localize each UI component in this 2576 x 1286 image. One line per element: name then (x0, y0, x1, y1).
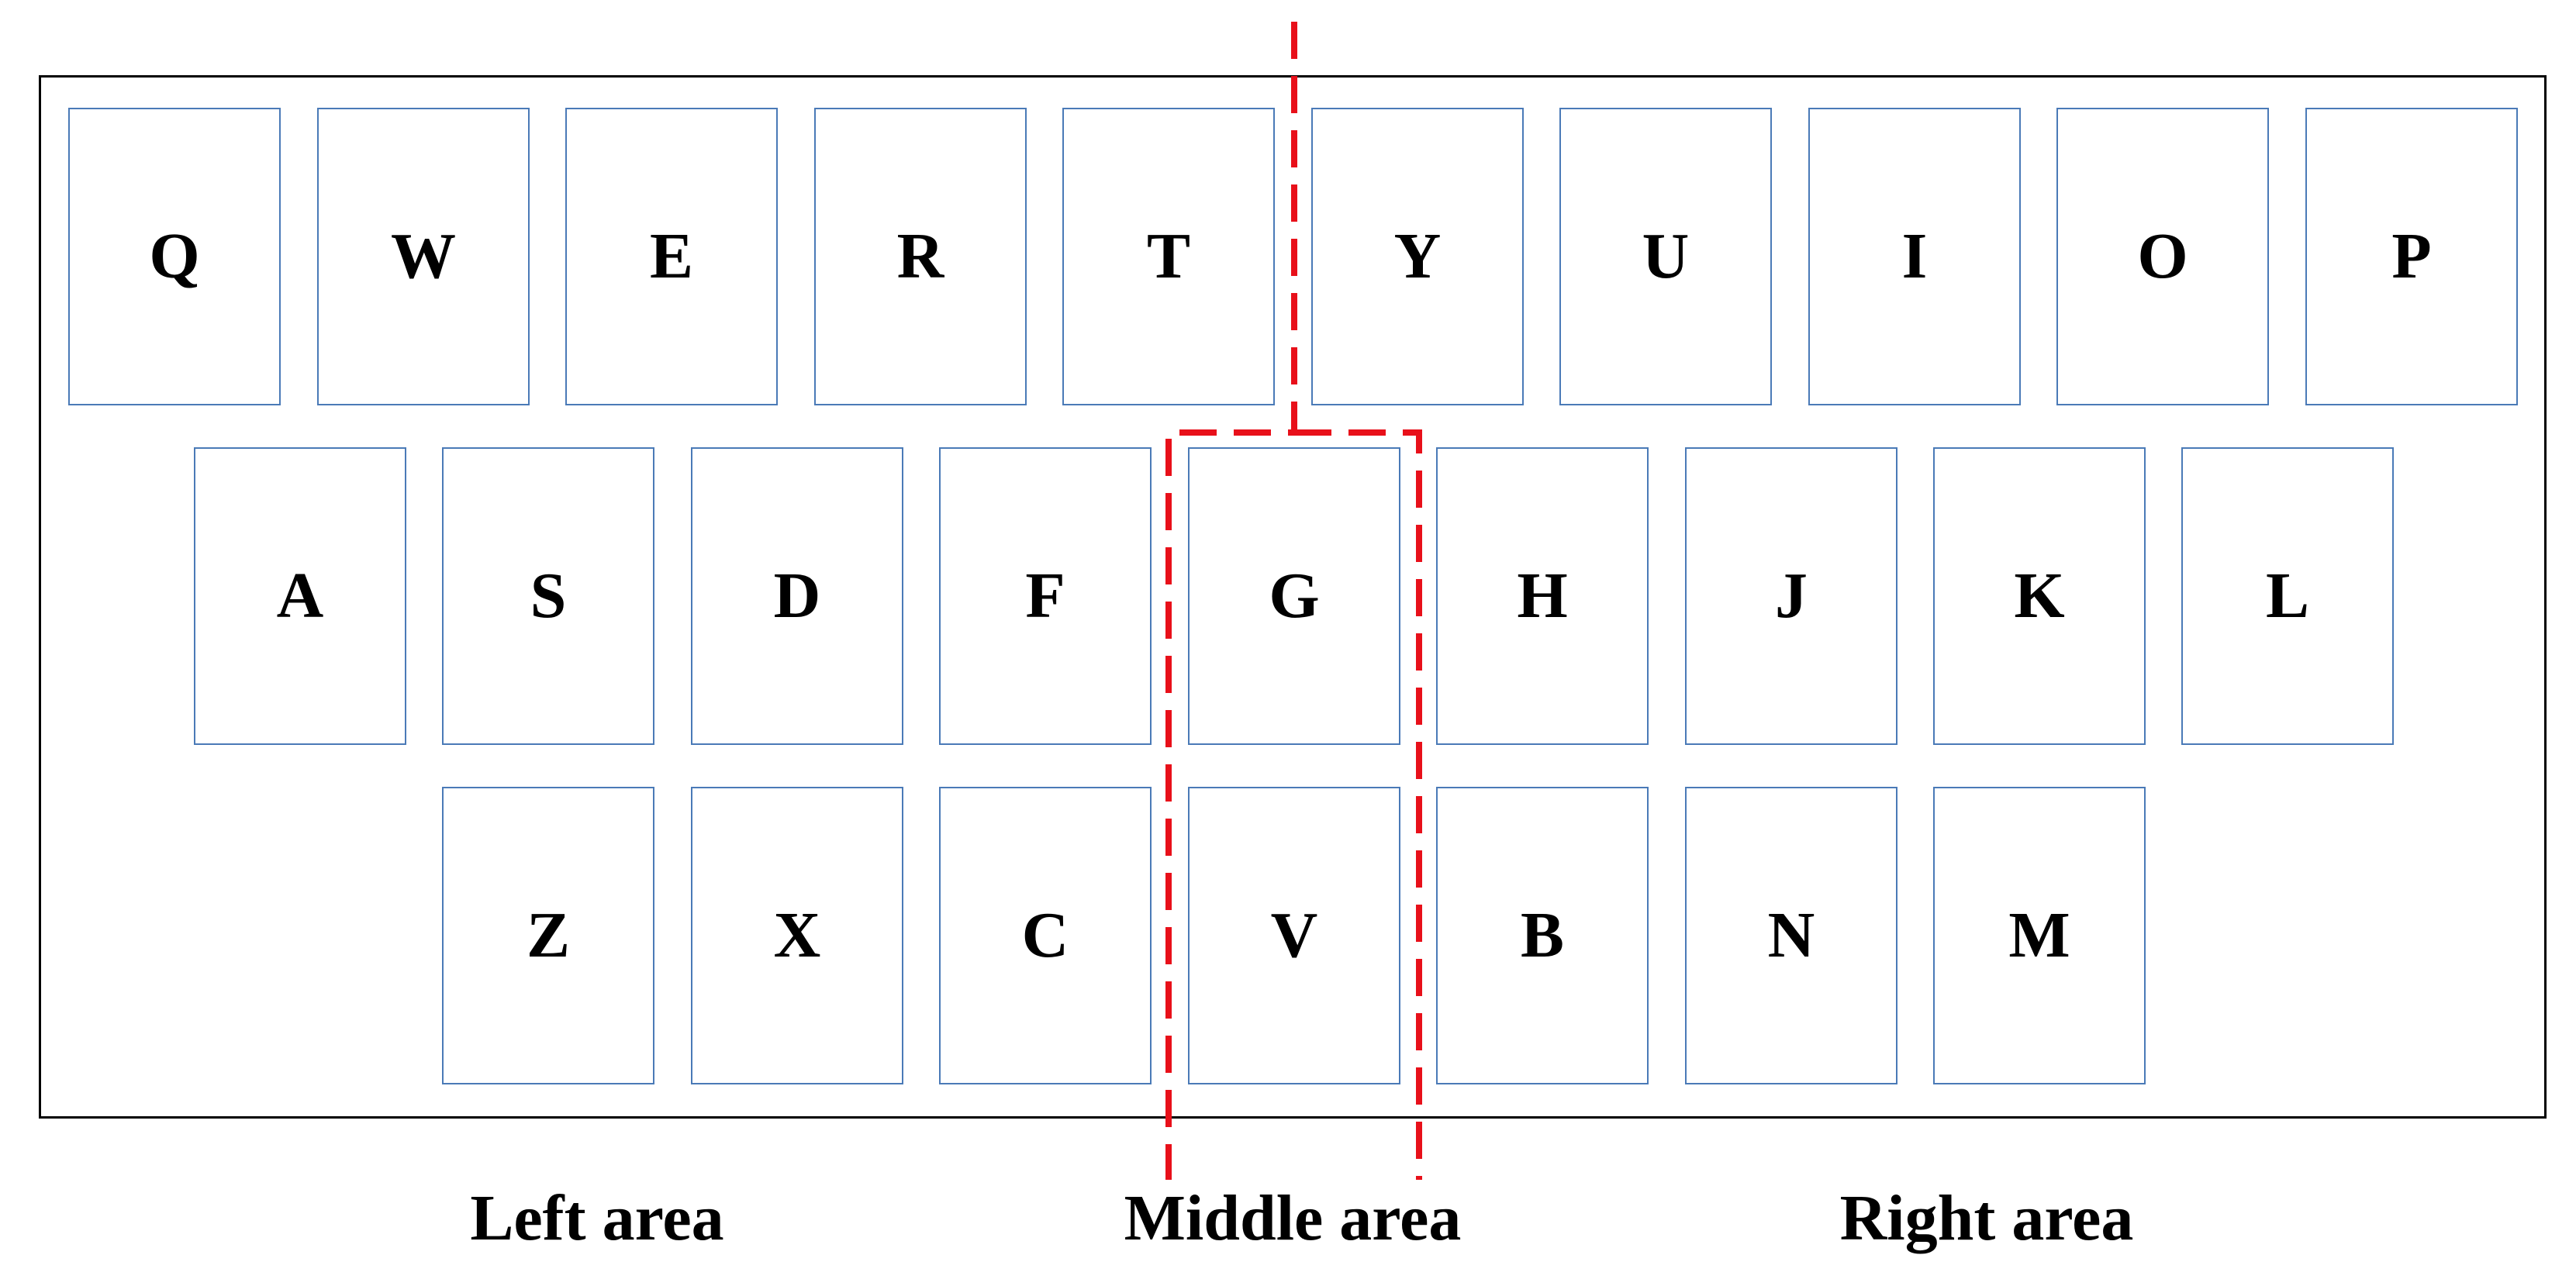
key-label: S (530, 560, 567, 632)
key-label: X (773, 899, 821, 971)
key-p: P (2305, 108, 2518, 405)
key-v: V (1188, 787, 1400, 1084)
key-b: B (1436, 787, 1649, 1084)
left-area-label: Left area (470, 1182, 724, 1254)
key-label: O (2137, 220, 2188, 292)
key-a: A (194, 447, 406, 745)
key-label: G (1269, 560, 1320, 632)
key-t: T (1062, 108, 1275, 405)
key-k: K (1933, 447, 2146, 745)
key-m: M (1933, 787, 2146, 1084)
key-label: F (1025, 560, 1065, 632)
key-label: Z (526, 899, 571, 971)
key-i: I (1808, 108, 2021, 405)
key-x: X (691, 787, 903, 1084)
key-s: S (442, 447, 654, 745)
key-label: D (773, 560, 821, 632)
key-label: K (2014, 560, 2065, 632)
key-o: O (2056, 108, 2269, 405)
key-y: Y (1311, 108, 1524, 405)
key-h: H (1436, 447, 1649, 745)
key-label: N (1767, 899, 1815, 971)
key-label: M (2008, 899, 2070, 971)
key-u: U (1559, 108, 1772, 405)
key-label: B (1520, 899, 1565, 971)
key-z: Z (442, 787, 654, 1084)
key-label: A (276, 560, 324, 632)
middle-area-label: Middle area (1124, 1182, 1462, 1254)
key-label: L (2265, 560, 2310, 632)
key-label: H (1517, 560, 1568, 632)
key-label: J (1775, 560, 1808, 632)
key-r: R (814, 108, 1027, 405)
key-g: G (1188, 447, 1400, 745)
key-label: C (1021, 899, 1069, 971)
key-label: I (1901, 220, 1928, 292)
key-label: Y (1393, 220, 1442, 292)
key-label: P (2391, 220, 2432, 292)
key-q: Q (68, 108, 281, 405)
key-label: E (649, 220, 694, 292)
key-c: C (939, 787, 1152, 1084)
key-j: J (1685, 447, 1897, 745)
key-label: V (1270, 899, 1318, 971)
right-area-label: Right area (1839, 1182, 2134, 1254)
key-d: D (691, 447, 903, 745)
key-n: N (1685, 787, 1897, 1084)
key-f: F (939, 447, 1152, 745)
key-label: Q (149, 220, 200, 292)
key-label: R (896, 220, 944, 292)
key-l: L (2181, 447, 2394, 745)
key-e: E (565, 108, 778, 405)
key-label: U (1642, 220, 1690, 292)
key-label: W (391, 220, 456, 292)
key-w: W (317, 108, 530, 405)
key-label: T (1146, 220, 1191, 292)
